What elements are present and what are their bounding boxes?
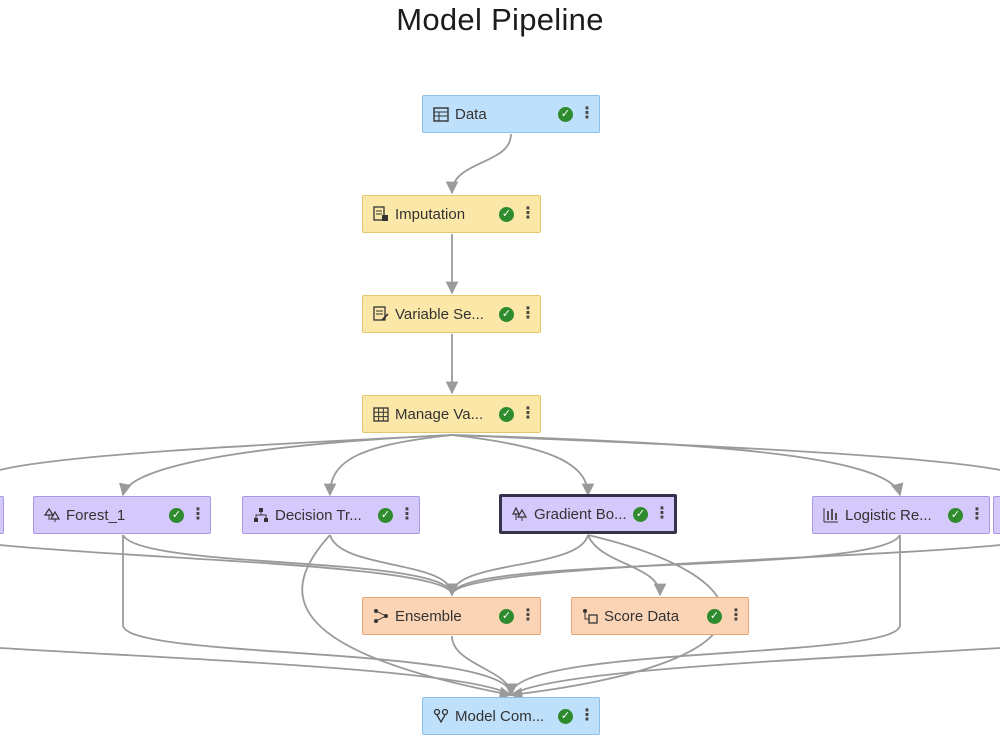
more-options-icon[interactable]: ⋮: [728, 607, 744, 624]
edge-manage-offscreen-left: [0, 434, 453, 471]
edge-forest-ensemble: [122, 534, 459, 597]
decision-tree-icon: [251, 506, 271, 524]
edge-manage-offscreen-right: [451, 434, 1000, 471]
node-gradient-boosting[interactable]: Gradient Bo... ✓ ⋮: [499, 494, 677, 534]
more-options-icon[interactable]: ⋮: [520, 405, 536, 422]
more-options-icon[interactable]: ⋮: [654, 505, 670, 522]
node-label: Manage Va...: [395, 405, 484, 423]
edge-offscreen-left-ensemble: [0, 544, 453, 596]
node-label: Forest_1: [66, 506, 126, 524]
node-model-comparison[interactable]: Model Com... ✓ ⋮: [422, 697, 600, 735]
more-options-icon[interactable]: ⋮: [520, 205, 536, 222]
more-options-icon[interactable]: ⋮: [190, 506, 206, 523]
node-label: Decision Tr...: [275, 506, 362, 524]
more-options-icon[interactable]: ⋮: [520, 607, 536, 624]
edge-gradient-boosting-score-data: [587, 534, 667, 597]
grid-icon: [371, 405, 391, 423]
edge-offscreen-left-model-comparison: [0, 647, 512, 696]
more-options-icon[interactable]: ⋮: [399, 506, 415, 523]
check-icon: ✓: [558, 708, 573, 724]
node-label: Gradient Bo...: [534, 505, 627, 523]
check-icon: ✓: [499, 306, 514, 322]
edge-decision-tree-ensemble: [329, 534, 459, 597]
check-icon: ✓: [707, 608, 722, 624]
edge-forest-model-comparison: [122, 535, 518, 697]
node-score-data[interactable]: Score Data ✓ ⋮: [571, 597, 749, 635]
more-options-icon[interactable]: ⋮: [579, 707, 595, 724]
diagram-title: Model Pipeline: [396, 2, 604, 37]
node-label: Model Com...: [455, 707, 545, 725]
node-label: Data: [455, 105, 487, 123]
ensemble-icon: [371, 607, 391, 625]
model-comparison-icon: [431, 707, 451, 725]
check-icon: ✓: [558, 106, 573, 122]
check-icon: ✓: [499, 206, 514, 222]
variable-selection-icon: [371, 305, 391, 323]
check-icon: ✓: [499, 608, 514, 624]
forest-icon: [42, 506, 62, 524]
logistic-regression-icon: [821, 506, 841, 524]
check-icon: ✓: [169, 507, 184, 523]
node-ensemble[interactable]: Ensemble ✓ ⋮: [362, 597, 541, 635]
node-manage-variables[interactable]: Manage Va... ✓ ⋮: [362, 395, 541, 433]
edge-offscreen-right-ensemble: [451, 544, 1000, 596]
edge-logistic-model-comparison: [504, 535, 901, 697]
edge-offscreen-right-model-comparison: [510, 647, 1000, 696]
check-icon: ✓: [499, 406, 514, 422]
score-data-icon: [580, 607, 600, 625]
node-imputation[interactable]: Imputation ✓ ⋮: [362, 195, 541, 233]
node-forest[interactable]: Forest_1 ✓ ⋮: [33, 496, 211, 534]
node-variable-selection[interactable]: Variable Se... ✓ ⋮: [362, 295, 541, 333]
check-icon: ✓: [633, 506, 648, 522]
gradient-boosting-icon: [510, 505, 530, 523]
offscreen-right-node[interactable]: [993, 496, 1000, 534]
imputation-icon: [371, 205, 391, 223]
edge-manage-gradient-boosting: [451, 434, 595, 497]
node-decision-tree[interactable]: Decision Tr... ✓ ⋮: [242, 496, 420, 534]
edge-decision-tree-model-comparison: [301, 534, 513, 700]
node-data[interactable]: Data ✓ ⋮: [422, 95, 600, 133]
edge-gradient-boosting-ensemble: [445, 534, 589, 597]
check-icon: ✓: [948, 507, 963, 523]
offscreen-left-node[interactable]: [0, 496, 4, 534]
edge-data-imputation: [445, 133, 512, 195]
more-options-icon[interactable]: ⋮: [969, 506, 985, 523]
node-label: Variable Se...: [395, 305, 484, 323]
more-options-icon[interactable]: ⋮: [520, 305, 536, 322]
node-label: Score Data: [604, 607, 680, 625]
edge-manage-decision-tree: [323, 434, 453, 497]
node-label: Ensemble: [395, 607, 462, 625]
node-logistic-regression[interactable]: Logistic Re... ✓ ⋮: [812, 496, 990, 534]
table-icon: [431, 105, 451, 123]
node-label: Imputation: [395, 205, 466, 223]
check-icon: ✓: [378, 507, 393, 523]
node-label: Logistic Re...: [845, 506, 932, 524]
more-options-icon[interactable]: ⋮: [579, 105, 595, 122]
